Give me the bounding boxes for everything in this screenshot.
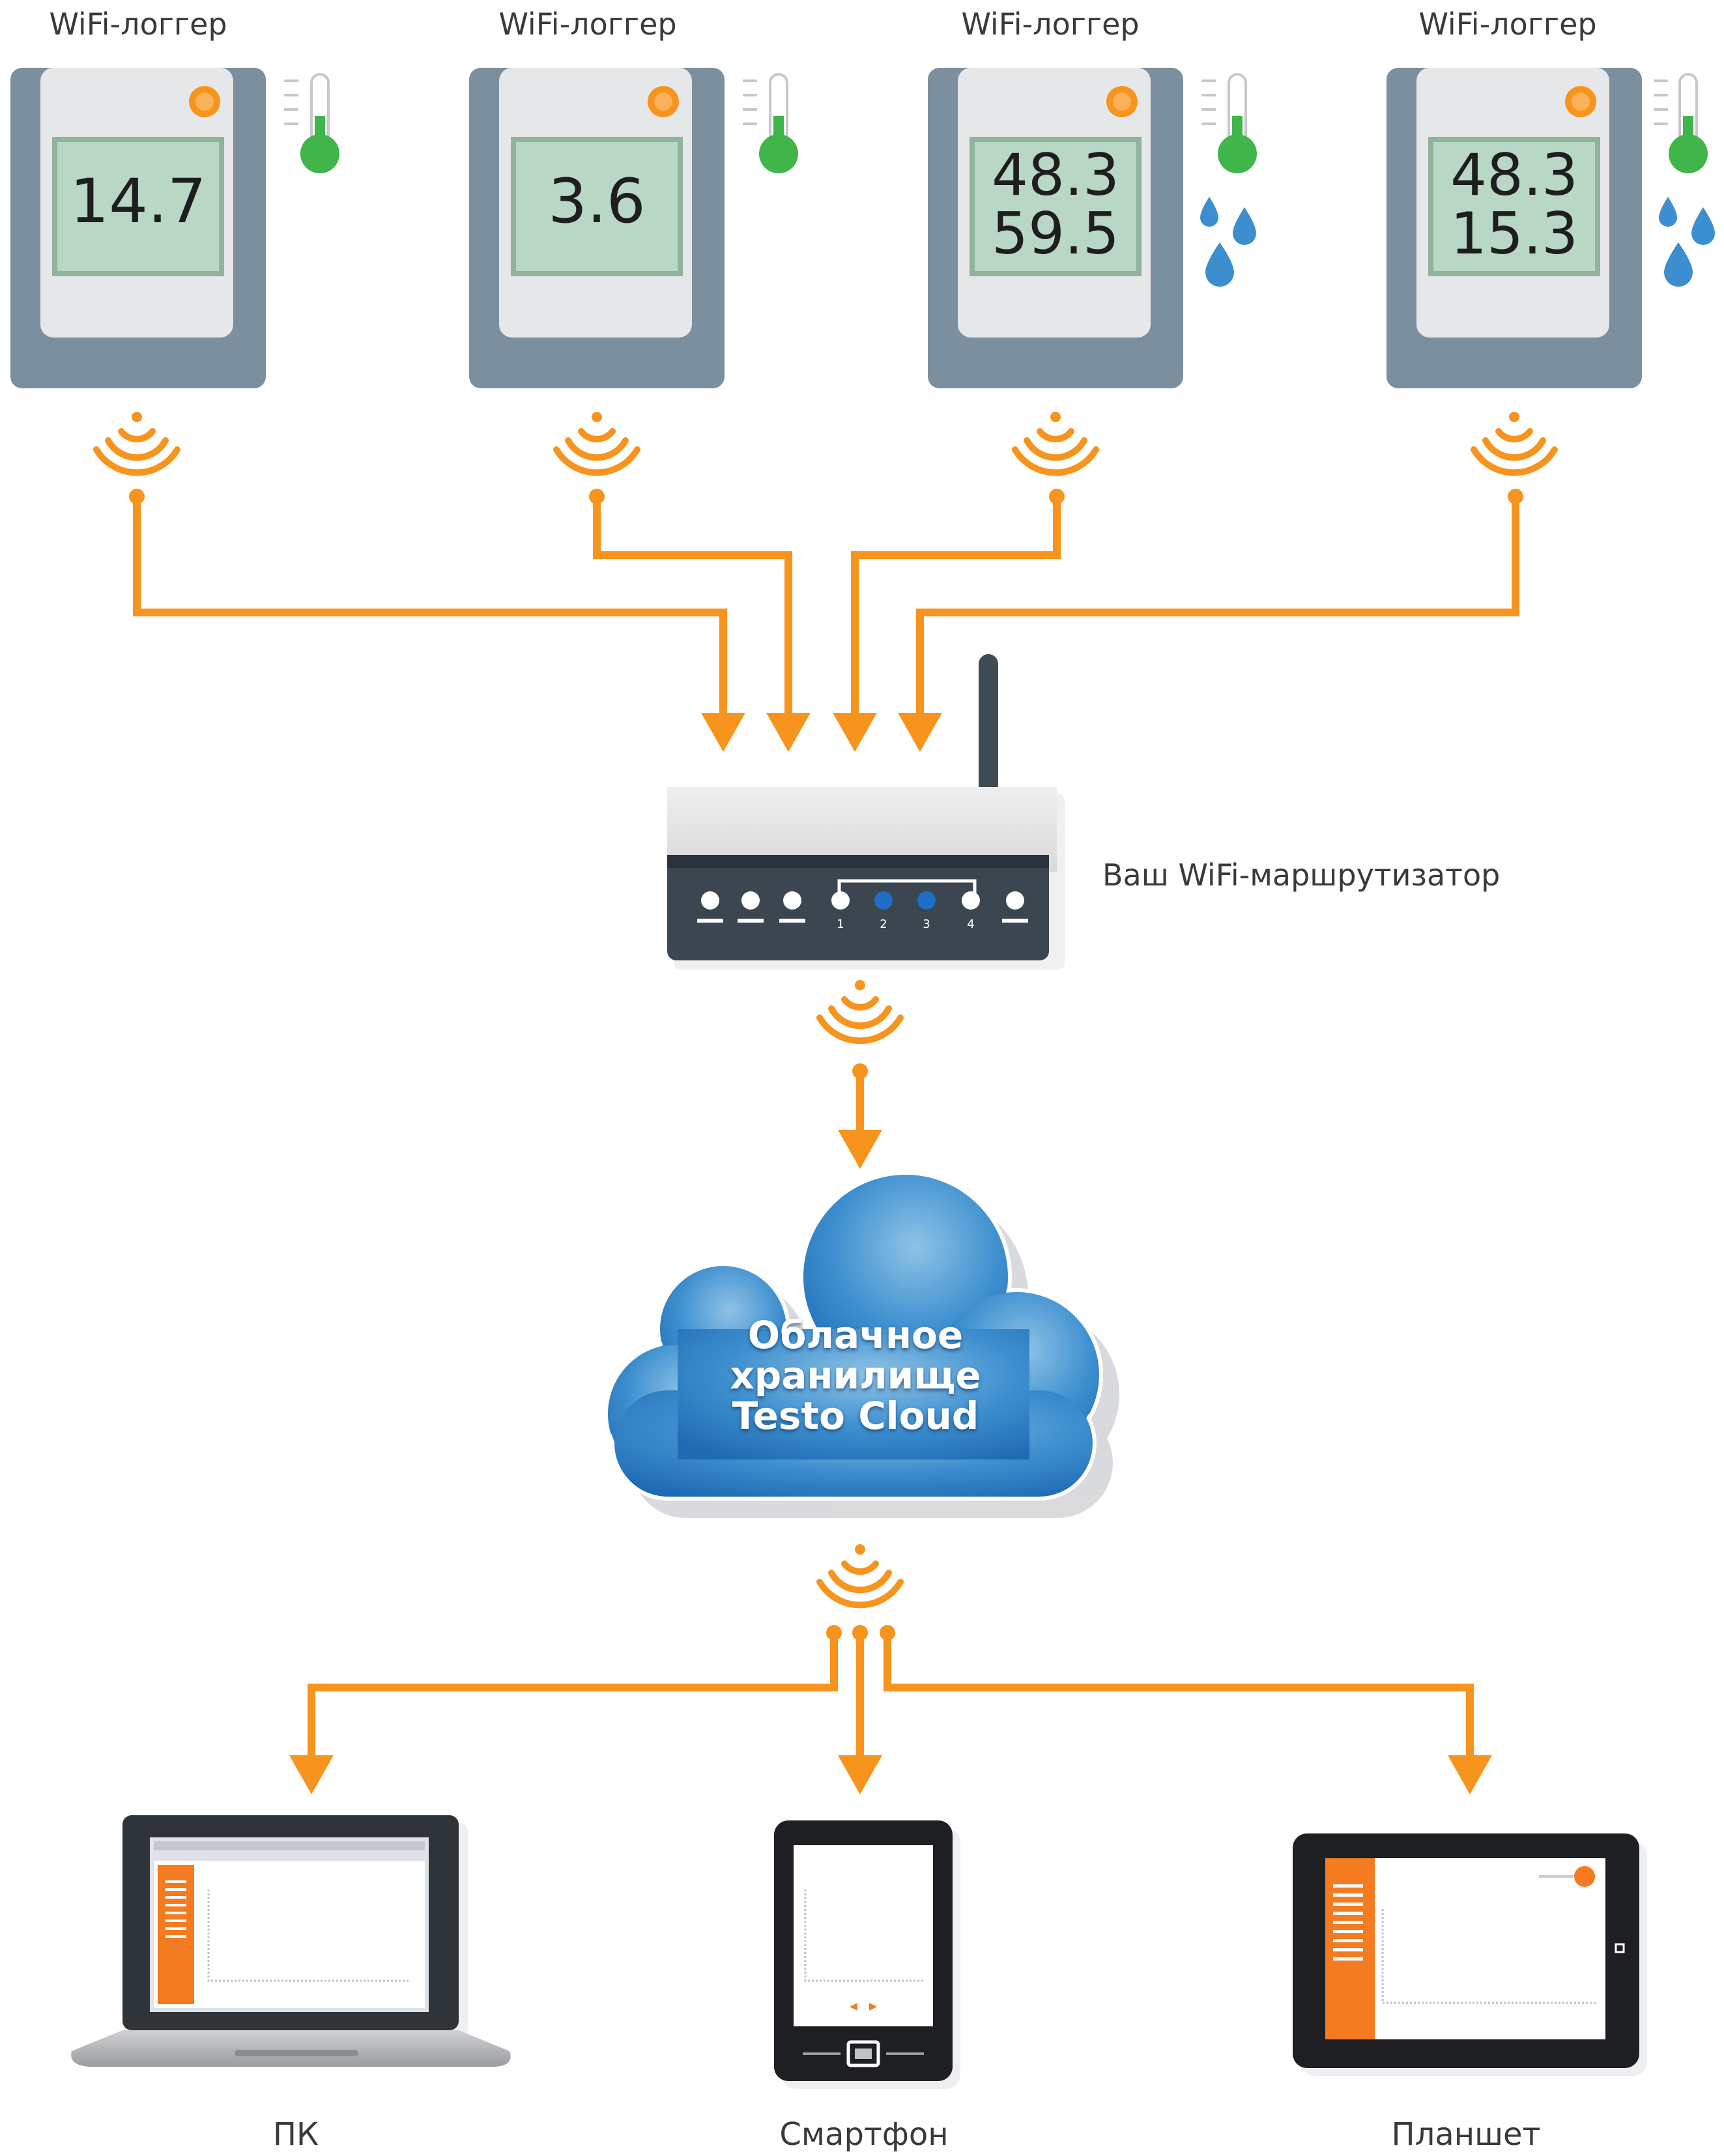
connector-dot [1508, 489, 1523, 504]
router-led [741, 891, 760, 910]
cloud-label-line: Облачное [747, 1313, 964, 1357]
smartphone-screen [794, 1845, 933, 2026]
humidity-drops-icon [1200, 197, 1256, 287]
smartphone-home-button [846, 2040, 880, 2067]
logger-title-1: WiFi-логгер [49, 7, 227, 42]
connector-dot [880, 1625, 895, 1641]
wifi-signal-icon [553, 412, 640, 476]
connector-line [133, 496, 727, 717]
wifi-router [667, 654, 1065, 970]
router-led [701, 891, 719, 910]
logger-connectors [133, 496, 1519, 717]
wifi-signal-icon [816, 1544, 904, 1609]
router-led [1006, 891, 1024, 910]
wifi-logger-3 [928, 68, 1183, 388]
lcd-reading-4: 48.3 15.3 [1431, 146, 1598, 263]
thermometer-icon [743, 73, 798, 173]
lcd-value: 14.7 [70, 166, 207, 237]
tablet-icon [1293, 1833, 1647, 2076]
arrow-down-icon [766, 713, 811, 752]
connector-line [884, 1633, 1474, 1759]
connector-dot [589, 489, 605, 504]
router-led [783, 891, 801, 910]
connector-dot [826, 1625, 842, 1641]
thermometer-icon [284, 73, 339, 173]
connector-dot [1049, 489, 1065, 504]
lcd-value: 59.5 [992, 200, 1119, 267]
wifi-logger-4 [1386, 68, 1642, 388]
device-label-tablet: Планшет [1391, 2116, 1541, 2153]
lcd-reading-2: 3.6 [513, 166, 680, 237]
cloud-label: Облачное хранилище Testo Cloud [660, 1315, 1051, 1436]
router-front [667, 855, 1049, 960]
arrow-down-icon [833, 713, 877, 752]
connector-line [593, 496, 792, 717]
lcd-value: 48.3 [992, 141, 1119, 208]
lcd-value: 15.3 [1450, 200, 1578, 267]
device-connectors [308, 1633, 1474, 1759]
lcd-value: 48.3 [1450, 141, 1578, 208]
port-label-1: 1 [837, 917, 844, 931]
router-port-led [917, 891, 936, 910]
port-label-2: 2 [880, 917, 887, 931]
arrow-down-icon [838, 1130, 882, 1169]
logger-lcd [970, 137, 1142, 276]
wifi-signal-icon [816, 980, 904, 1044]
device-label-smartphone: Смартфон [779, 2116, 949, 2153]
laptop-base [71, 2030, 511, 2067]
cloud-icon [604, 1171, 1119, 1518]
device-label-pc: ПК [272, 2116, 319, 2153]
connector-dot [852, 1063, 868, 1079]
port-label-4: 4 [967, 917, 975, 931]
logger-lcd [511, 137, 683, 276]
wifi-signal-icon [1012, 412, 1099, 476]
cloud-label-line: Testo Cloud [732, 1394, 979, 1438]
arrow-down-icon [898, 713, 942, 752]
logger-title-3: WiFi-логгер [961, 7, 1140, 42]
testo-logo-icon [1574, 1866, 1595, 1887]
wifi-signal-icon [93, 412, 180, 476]
wifi-logger-1 [10, 68, 266, 388]
logger-title-4: WiFi-логгер [1418, 7, 1597, 42]
logger-lcd [1428, 137, 1600, 276]
logger-title-2: WiFi-логгер [498, 7, 677, 42]
arrow-down-icon [1448, 1755, 1492, 1794]
arrow-down-icon [838, 1755, 882, 1794]
arrow-down-icon [701, 713, 745, 752]
connector-line [308, 1633, 838, 1759]
router-antenna [979, 654, 998, 796]
arrow-down-icon [289, 1755, 334, 1794]
logger-lcd [52, 137, 224, 276]
wifi-logger-2 [469, 68, 725, 388]
thermometer-icon [1201, 73, 1257, 173]
lcd-value: 3.6 [548, 166, 646, 237]
connector-dot [852, 1625, 868, 1641]
wifi-signal-icon [1471, 412, 1558, 476]
router-label: Ваш WiFi-маршрутизатор [1102, 857, 1501, 893]
connector-dot [129, 489, 145, 504]
router-port-led [874, 891, 893, 910]
connector-line [916, 496, 1519, 717]
thermometer-icon [1654, 73, 1708, 173]
cloud-label-line: хранилище [730, 1353, 981, 1398]
laptop-app-window [154, 1861, 425, 2008]
smartphone-icon [774, 1820, 960, 2089]
connector-line [851, 496, 1061, 717]
laptop-icon [71, 1815, 511, 2067]
port-label-3: 3 [923, 917, 930, 931]
humidity-drops-icon [1659, 197, 1715, 287]
tablet-home-button [1615, 1943, 1625, 1953]
router-port-led [962, 891, 980, 910]
router-port-led [831, 891, 850, 910]
lcd-reading-3: 48.3 59.5 [972, 146, 1139, 263]
app-sidebar [158, 1865, 194, 2004]
lcd-reading-1: 14.7 [55, 166, 222, 237]
